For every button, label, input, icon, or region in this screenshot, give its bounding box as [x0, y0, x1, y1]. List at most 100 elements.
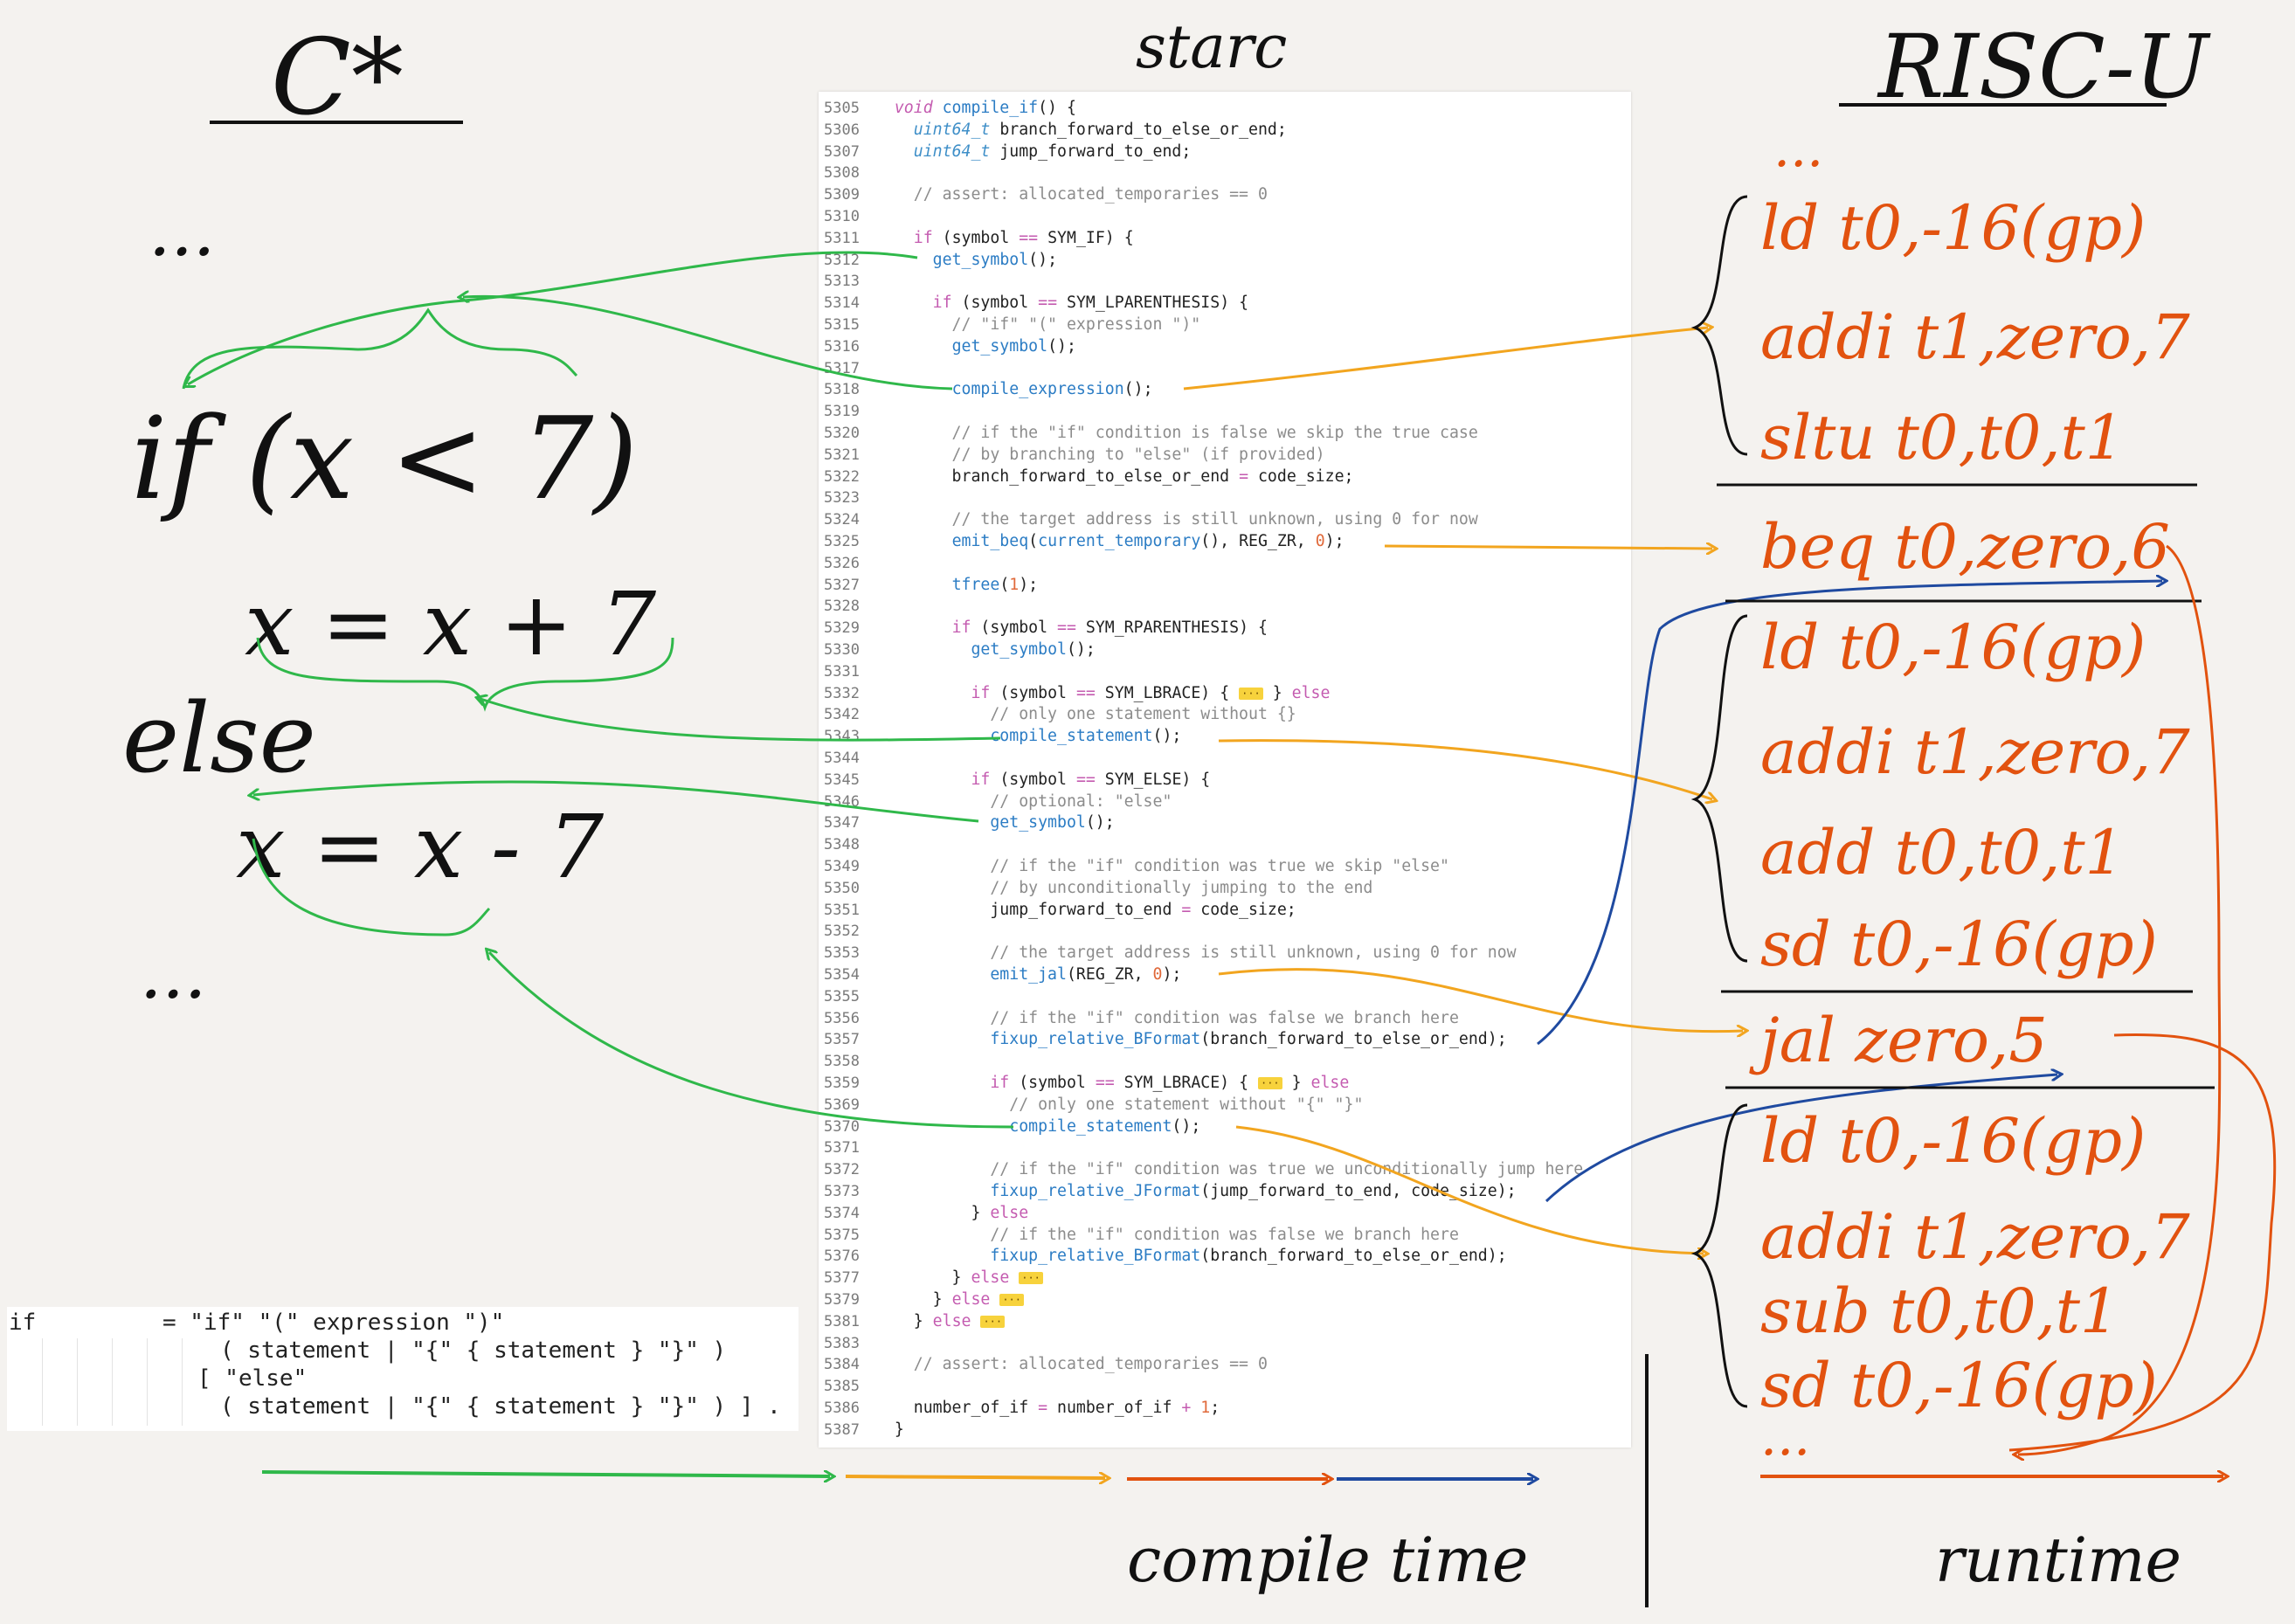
code-text: branch_forward_to_else_or_end = code_siz…: [866, 466, 1354, 486]
code-token: ==: [1019, 228, 1039, 247]
code-text: // by branching to "else" (if provided): [866, 446, 1325, 464]
code-token: =: [1239, 466, 1249, 486]
code-text: // only one statement without "{" "}": [866, 1095, 1363, 1114]
code-token: // only one statement without {}: [894, 705, 1296, 724]
code-line: 5321 // by branching to "else" (if provi…: [819, 444, 1631, 466]
code-token: number_of_if: [894, 1399, 1039, 1417]
code-token: tfree: [951, 575, 1000, 594]
code-text: [866, 359, 895, 377]
code-token: // if the "if" condition was true we ski…: [894, 857, 1449, 875]
fold-indicator[interactable]: ···: [999, 1294, 1025, 1306]
line-number: 5351: [824, 901, 860, 919]
code-line: 5326: [819, 552, 1631, 574]
code-token: ;: [1210, 1399, 1220, 1417]
c-brace-top: [182, 308, 578, 390]
code-token: 0: [1315, 532, 1325, 550]
code-token: [895, 337, 952, 356]
code-token: 0: [1152, 965, 1163, 984]
timeline-yellow: [845, 1476, 1105, 1478]
riscu-dots-top: ...: [1773, 118, 1824, 179]
code-token: // if the "if" condition was true we unc…: [894, 1160, 1584, 1179]
grammar-rule-line1: = "if" "(" expression ")": [162, 1310, 505, 1336]
code-text: number_of_if = number_of_if + 1;: [866, 1399, 1220, 1417]
line-number: 5318: [824, 381, 860, 399]
code-text: [866, 488, 895, 507]
fold-indicator[interactable]: ···: [1239, 687, 1263, 700]
code-token: SYM_LPARENTHESIS) {: [1057, 294, 1249, 313]
line-number: 5358: [824, 1053, 860, 1071]
code-token: // assert: allocated_temporaries == 0: [894, 185, 1268, 204]
code-token: (symbol: [1009, 1074, 1096, 1092]
line-number: 5376: [824, 1247, 860, 1266]
code-token: uint64_t: [913, 142, 991, 161]
code-line: 5375 // if the "if" condition was false …: [819, 1224, 1631, 1246]
code-line: 5355: [819, 985, 1631, 1007]
code-line: 5319: [819, 400, 1631, 422]
code-token: get_symbol: [971, 640, 1067, 659]
line-number: 5322: [824, 467, 860, 486]
code-line: 5324 // the target address is still unkn…: [819, 508, 1631, 530]
line-number: 5344: [824, 750, 860, 767]
line-number: 5373: [824, 1183, 860, 1200]
code-token: // by branching to "else" (if provided): [894, 445, 1325, 464]
code-text: emit_beq(current_temporary(), REG_ZR, 0)…: [866, 532, 1354, 550]
code-text: [866, 1377, 895, 1395]
c-then-line: x = x + 7: [245, 573, 657, 675]
code-text: get_symbol();: [866, 337, 1076, 356]
code-token: jump_forward_to_end;: [990, 142, 1192, 161]
code-text: } else ···: [866, 1311, 1006, 1330]
line-number: 5309: [824, 186, 860, 204]
code-line: 5369 // only one statement without "{" "…: [819, 1094, 1631, 1116]
code-token: compile_expression: [951, 380, 1124, 399]
code-token: else: [932, 1311, 971, 1330]
code-token: [895, 121, 914, 139]
riscu-block3-line2: addi t1,zero,7: [1760, 1201, 2190, 1273]
timeline-green: [261, 1472, 830, 1476]
code-token: // if the "if" condition was false we br…: [894, 1225, 1459, 1244]
code-line: 5307 uint64_t jump_forward_to_end;: [819, 141, 1631, 162]
code-token: [1009, 1268, 1019, 1287]
code-text: [866, 402, 895, 420]
code-token: (symbol: [951, 294, 1039, 313]
code-line: 5370 compile_statement();: [819, 1116, 1631, 1137]
code-text: if (symbol == SYM_LPARENTHESIS) {: [866, 294, 1248, 312]
code-token: 1: [1009, 575, 1020, 594]
code-token: SYM_ELSE) {: [1095, 770, 1211, 789]
code-line: 5350 // by unconditionally jumping to th…: [819, 877, 1631, 899]
line-number: 5385: [824, 1378, 860, 1396]
code-token: +: [1181, 1399, 1192, 1417]
code-line: 5322 branch_forward_to_else_or_end = cod…: [819, 466, 1631, 487]
code-token: else: [971, 1268, 1010, 1288]
code-text: fixup_relative_BFormat(branch_forward_to…: [866, 1247, 1506, 1265]
code-line: 5346 // optional: "else": [819, 791, 1631, 812]
code-token: [895, 619, 952, 637]
line-number: 5381: [824, 1312, 860, 1330]
code-text: [866, 163, 895, 182]
fold-indicator[interactable]: ···: [980, 1315, 1006, 1328]
riscu-block2-line3: add t0,t0,t1: [1760, 817, 2125, 888]
code-text: // the target address is still unknown, …: [866, 510, 1478, 529]
code-text: // assert: allocated_temporaries == 0: [866, 185, 1268, 204]
code-line: 5357 fixup_relative_BFormat(branch_forwa…: [819, 1028, 1631, 1050]
fold-indicator[interactable]: ···: [1019, 1272, 1043, 1285]
line-number: 5331: [824, 662, 860, 681]
code-token: =: [1181, 900, 1192, 919]
line-number: 5312: [824, 251, 860, 269]
code-line: 5328: [819, 595, 1631, 617]
label-runtime: runtime: [1935, 1524, 2181, 1596]
fold-indicator[interactable]: ···: [1257, 1077, 1282, 1089]
line-number: 5384: [824, 1356, 860, 1374]
line-number: 5328: [824, 598, 860, 616]
code-token: (: [1028, 532, 1039, 550]
code-text: get_symbol();: [866, 813, 1114, 832]
riscu-block3-line3: sub t0,t0,t1: [1760, 1275, 2119, 1347]
code-text: } else ···: [866, 1290, 1025, 1309]
code-line: 5314 if (symbol == SYM_LPARENTHESIS) {: [819, 292, 1631, 314]
code-line: 5373 fixup_relative_JFormat(jump_forward…: [819, 1180, 1631, 1202]
c-dots-top: ...: [149, 190, 216, 272]
code-token: ();: [1123, 380, 1153, 399]
code-text: [866, 749, 895, 767]
code-token: }: [894, 1268, 971, 1288]
code-line: 5332 if (symbol == SYM_LBRACE) { ··· } e…: [819, 682, 1631, 704]
code-line: 5311 if (symbol == SYM_IF) {: [819, 227, 1631, 249]
